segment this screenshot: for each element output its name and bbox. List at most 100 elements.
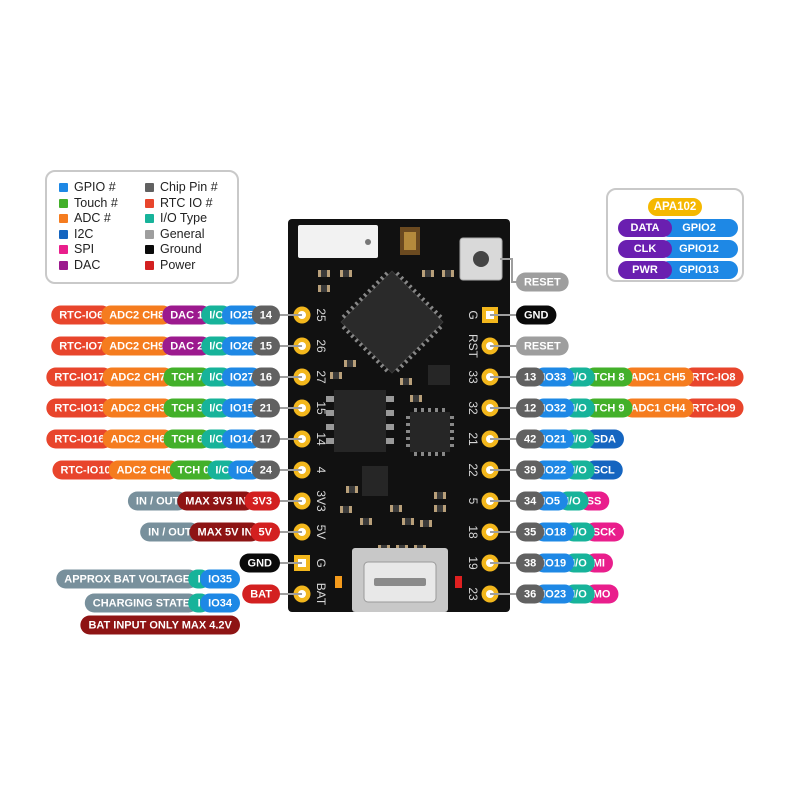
- left-pin-tag: [46, 367, 113, 387]
- left-pin-tag: [140, 522, 200, 542]
- left-pin-tag-text: I/O: [209, 340, 224, 352]
- legend-swatch: [59, 260, 68, 270]
- reset-button-tag: [516, 272, 569, 292]
- main-chip: [340, 270, 444, 374]
- legend-swatch: [145, 198, 154, 208]
- left-pin-tag: [163, 429, 212, 449]
- left-pin-tag-text: TCH 3: [171, 402, 203, 414]
- usb-uart-chip: [410, 412, 450, 452]
- bat-input-tag-text: BAT INPUT ONLY MAX 4.2V: [88, 619, 232, 631]
- left-pin-tag: [221, 367, 262, 387]
- right-pin-tag-text: IO33: [542, 371, 566, 383]
- legend-swatch: [145, 229, 154, 239]
- legend-label: General: [160, 226, 205, 241]
- board-pin-label: 3V3: [314, 490, 328, 512]
- right-pin-tag: [516, 398, 545, 418]
- left-pin-tag-text: IN / OUT: [136, 495, 180, 507]
- board-pin-label: 15: [314, 401, 328, 415]
- left-pin-tag: [163, 367, 212, 387]
- left-pin-tag: [242, 584, 280, 604]
- right-pin-tag: [534, 460, 575, 480]
- right-pin-tag-text: I/O: [572, 557, 587, 569]
- left-pin-tag: [52, 460, 119, 480]
- legend-label: ADC #: [74, 211, 111, 225]
- left-pin-tag: [221, 336, 262, 356]
- left-pin-tag: [102, 429, 174, 449]
- left-pin-tag-text: IO15: [230, 402, 254, 414]
- antenna-dot: [365, 239, 371, 245]
- bat-voltage-tag-text: I: [198, 573, 201, 585]
- right-pin-tag-text: 13: [524, 371, 536, 383]
- charging-state-tag-text: I: [198, 597, 201, 609]
- charging-state-tag: [84, 593, 199, 613]
- bat-input-tag: [80, 615, 240, 635]
- right-pin-tag-text: IO32: [542, 402, 566, 414]
- legend-item: I2C: [59, 226, 93, 242]
- board-pin-label: 23: [466, 587, 480, 601]
- board-pin-label: G: [314, 558, 328, 567]
- left-pin-tag: [51, 336, 112, 356]
- legend-label: Power: [160, 257, 196, 272]
- right-pin-tag: [584, 429, 624, 449]
- right-pin-tag-text: I/O: [566, 495, 581, 507]
- right-pin-tag-text: RTC-IO9: [692, 402, 736, 414]
- right-pin-tag-text: I/O: [572, 402, 587, 414]
- legend-item: Chip Pin #: [145, 179, 218, 195]
- right-pin-tag-text: 35: [524, 526, 536, 538]
- ldo-chip: [362, 466, 388, 496]
- legend-item: SPI: [59, 241, 94, 257]
- legend-item: General: [145, 226, 204, 242]
- left-pin-tag-text: IN / OUT: [148, 526, 192, 538]
- right-pin-tag: [584, 367, 633, 387]
- left-pin-tag-text: TCH 7: [171, 371, 203, 383]
- left-pin-tag: [251, 305, 280, 325]
- power-led: [455, 576, 462, 588]
- board-pin-label: 22: [466, 463, 480, 477]
- left-pin-tag: [46, 429, 113, 449]
- bat-voltage-tag-text: IO35: [208, 573, 232, 585]
- left-pin-tag-text: IO25: [230, 309, 254, 321]
- right-pin-tag: [534, 522, 575, 542]
- left-pin-tag: [239, 553, 280, 573]
- left-pin-tag-text: ADC2 CH8: [109, 309, 164, 321]
- left-pin-tag-text: 17: [260, 433, 272, 445]
- right-pin-tag-text: IO18: [542, 526, 566, 538]
- right-pin-tag-text: 42: [524, 433, 536, 445]
- legend-swatch: [145, 260, 154, 270]
- bat-voltage-tag: [56, 569, 199, 589]
- right-pin-tag: [534, 367, 575, 387]
- left-pin-tag-text: IO4: [236, 464, 255, 476]
- left-pin-tag-text: DAC 2: [170, 340, 203, 352]
- board-pin-label: 18: [466, 525, 480, 539]
- right-pin-tag-text: IO5: [542, 495, 560, 507]
- apa102-label: PWR: [618, 261, 672, 279]
- board-pin-label: 19: [466, 556, 480, 570]
- right-pin-tag-text: TCH 9: [593, 402, 625, 414]
- right-pin-tag: [622, 398, 694, 418]
- left-pin-tag-text: ADC2 CH9: [109, 340, 164, 352]
- left-pin-tag-text: ADC2 CH6: [110, 433, 165, 445]
- right-pin-tag: [516, 553, 545, 573]
- left-pin-tag-text: IO26: [230, 340, 254, 352]
- legend-swatch: [59, 229, 68, 239]
- apa102-gpio: GPIO13: [660, 261, 738, 279]
- board-pin-label: BAT: [314, 583, 328, 606]
- right-pin-tag-text: 36: [524, 588, 536, 600]
- left-pin-tag: [177, 491, 255, 511]
- legend-label: Touch #: [74, 195, 118, 210]
- board-pin-label: 32: [466, 401, 480, 415]
- left-pin-tag: [221, 305, 262, 325]
- left-pin-tag-text: GND: [248, 557, 273, 569]
- left-pin-tag-text: DAC 1: [170, 309, 203, 321]
- crystal-core: [404, 232, 416, 250]
- flash-chip: [334, 390, 386, 452]
- left-pin-tag-text: I/O: [209, 402, 224, 414]
- left-pin-tag-text: TCH 0: [178, 464, 210, 476]
- right-pin-tag: [584, 522, 624, 542]
- right-pin-tag: [534, 429, 575, 449]
- right-pin-tag-text: I/O: [572, 526, 587, 538]
- left-pin-tag-text: 15: [260, 340, 272, 352]
- right-pin-tag: [516, 584, 545, 604]
- reset-button-cap[interactable]: [473, 251, 489, 267]
